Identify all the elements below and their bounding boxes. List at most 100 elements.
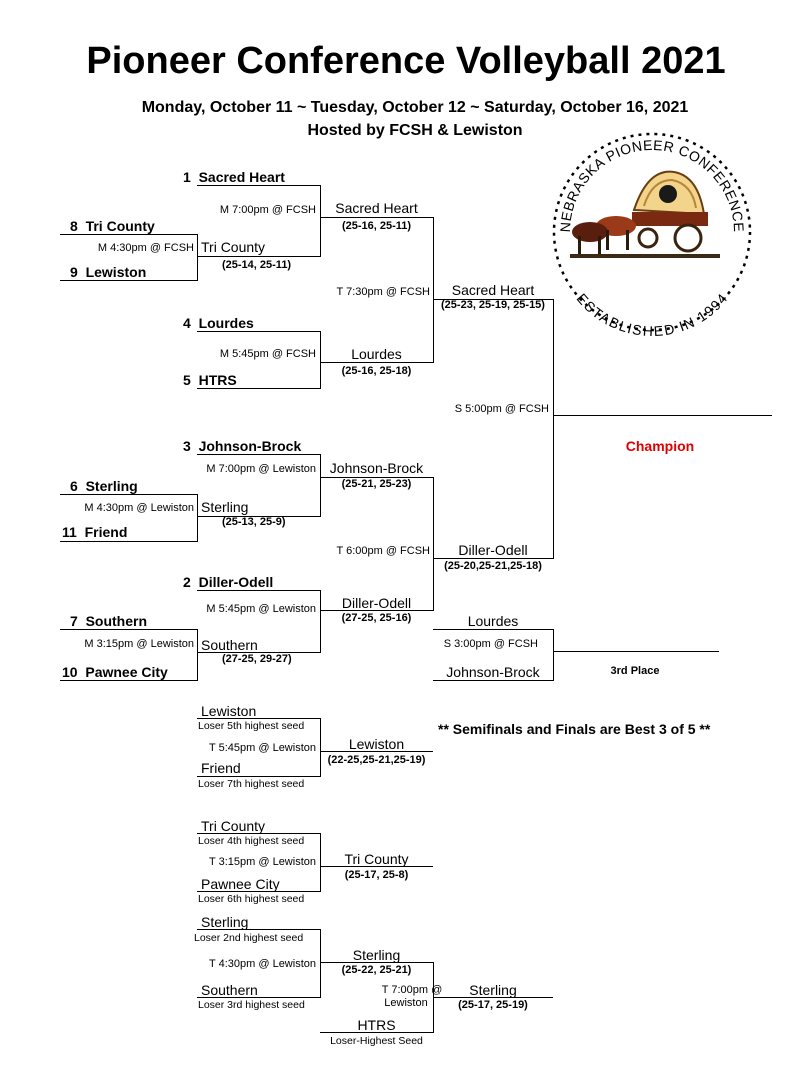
logo-bottom-text: ESTABLISHED IN 1994 [573,290,730,336]
game-score: (25-17, 25-8) [344,869,409,881]
game-winner: Sterling [201,499,249,515]
bracket-line [320,590,321,653]
bracket-line [320,217,433,218]
game-time: S 5:00pm @ FCSH [454,403,549,415]
seed-note: Loser 3rd highest seed [198,999,305,1011]
bracket-line [433,477,434,611]
game-score: (25-14, 25-11) [222,259,292,271]
seed-team: Friend [84,524,128,540]
bracket-line [197,234,198,281]
game-score: (27-25, 29-27) [222,653,292,665]
bracket-line [60,234,197,235]
game-winner: Sacred Heart [335,200,418,216]
game-winner: Lewiston [348,736,405,752]
seed-team: Sterling [85,478,138,494]
game-winner: Diller-Odell [458,542,528,558]
game-winner: Sacred Heart [451,282,535,298]
bracket-line [320,1032,433,1033]
bracket-line [197,256,320,257]
team-name: Southern [201,982,258,998]
game-winner: Southern [201,637,258,653]
seed-number: 10 [62,664,78,680]
bracket-line [433,997,553,998]
bracket-line [320,185,321,257]
bracket-line [320,362,433,363]
seed-note: Loser 6th highest seed [198,893,305,905]
third-team-b: Johnson-Brock [446,664,540,680]
bracket-line [197,718,320,719]
bracket-line [553,651,719,652]
bracket-line [553,415,772,416]
third-team-a: Lourdes [467,613,519,629]
champion-label: Champion [625,438,695,454]
seed-note: Loser-Highest Seed [330,1035,423,1047]
seed-number: 8 [70,218,78,234]
seed-team: Lourdes [198,315,254,331]
bracket-line [197,331,320,332]
bracket-line [433,299,553,300]
seed-team: Southern [85,613,148,629]
team-name: Friend [201,760,241,776]
bracket-line [197,494,198,542]
bracket-line [433,680,553,681]
bracket-line [197,997,320,998]
svg-text:ESTABLISHED IN 1994: ESTABLISHED IN 1994 [573,290,731,336]
bracket-line [320,962,433,963]
seed-note: Loser 5th highest seed [198,720,305,732]
bracket-line [320,718,321,777]
seed-note: Loser 2nd highest seed [194,932,304,944]
seed-number: 11 [62,524,77,540]
seed-team: Lewiston [85,264,147,280]
seed-number: 3 [183,438,191,454]
logo-ring-icon [552,132,752,332]
seed-team: HTRS [198,372,237,388]
team-name: Pawnee City [201,876,280,892]
bracket-line [197,590,320,591]
bracket-line [197,629,198,681]
bracket-line [60,494,197,495]
game-score: (25-23, 25-19, 25-15) [441,299,545,311]
seed-team: Johnson-Brock [198,438,302,454]
bracket-line [320,477,433,478]
game-score: (25-22, 25-21) [341,964,412,976]
team-name: Tri County [201,818,266,834]
bracket-line [320,929,321,998]
seed-number: 1 [183,169,191,185]
game-time: M 7:00pm @ Lewiston [206,463,316,475]
game-time: T 4:30pm @ Lewiston [209,958,316,970]
game-time: T 3:15pm @ Lewiston [209,856,316,868]
game-time: T 5:45pm @ Lewiston [209,742,316,754]
game-time: M 5:45pm @ FCSH [219,348,316,360]
bracket-line [197,652,320,653]
covered-wagon-oxen-icon [570,170,720,258]
seed-number: 5 [183,372,191,388]
game-time: M 3:15pm @ Lewiston [84,638,194,650]
game-winner: Tri County [201,239,266,255]
bracket-line [433,629,553,630]
bracket-line [197,891,320,892]
bracket-line [60,280,197,281]
game-winner: Sterling [469,982,517,998]
seed-note: Loser 7th highest seed [198,778,305,790]
bracket-line [433,217,434,363]
game-score: (25-16, 25-11) [341,220,412,232]
bracket-line [197,929,320,930]
seed-note: Loser 4th highest seed [198,835,305,847]
bracket-line [320,751,433,752]
seed-team: Diller-Odell [198,574,274,590]
seed-team: Pawnee City [85,664,168,680]
bracket-line [320,610,433,611]
seed-number: 6 [70,478,78,494]
game-score: (27-25, 25-16) [341,612,412,624]
game-time: S 3:00pm @ FCSH [443,638,538,650]
game-score: (25-17, 25-19) [458,999,528,1011]
team-name: Lewiston [201,703,257,719]
game-time: T 7:30pm @ FCSH [336,286,431,298]
game-score: (25-13, 25-9) [222,516,286,528]
seed-team: Tri County [85,218,155,234]
bracket-line [60,629,197,630]
game-time: T 7:00pm @ [381,984,443,996]
bracket-line [320,454,321,517]
game-time: T 6:00pm @ FCSH [336,545,431,557]
bracket-line [197,516,320,517]
